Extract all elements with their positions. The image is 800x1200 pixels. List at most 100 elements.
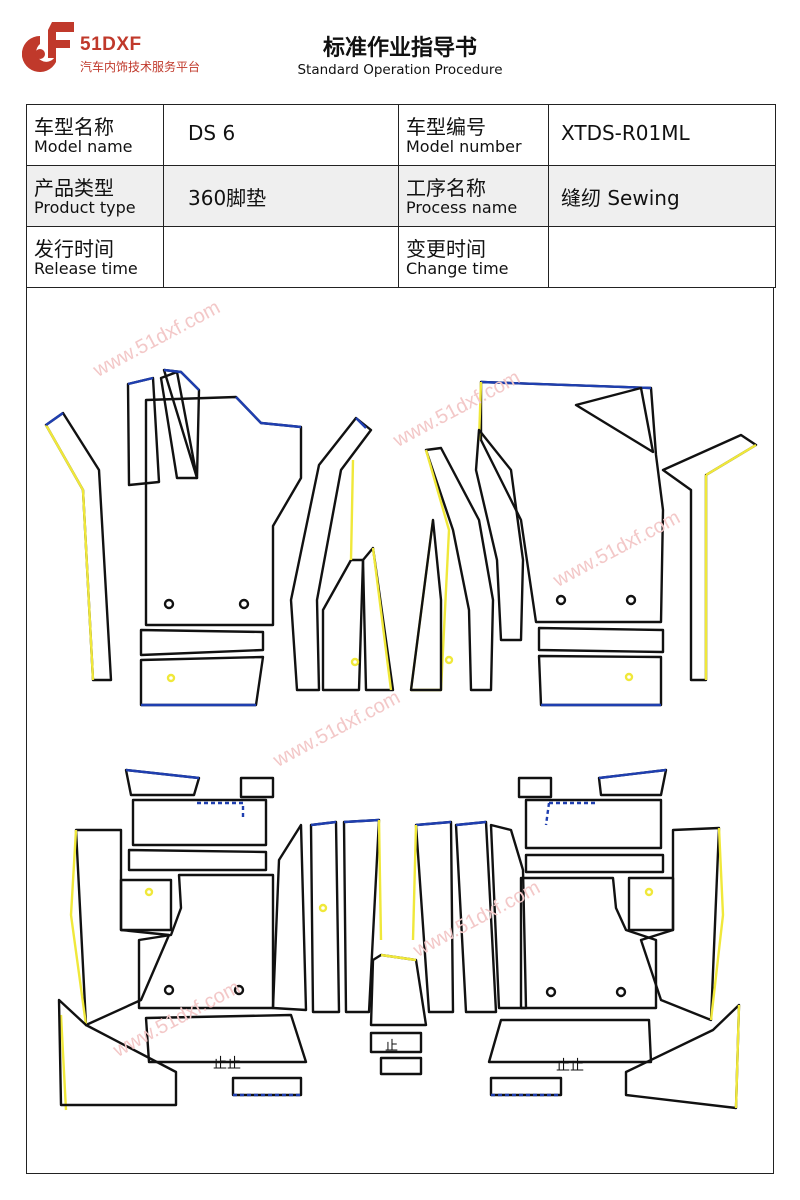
pattern-piece (489, 1076, 563, 1097)
seam-blue (235, 396, 302, 429)
floor-mat-pattern-diagram: 止止 止 (44, 368, 758, 1111)
page-header: 51DXF 汽车内饰技术服务平台 标准作业指导书 Standard Operat… (0, 0, 800, 100)
seam-yellow (59, 829, 88, 1111)
process-name-label-cell: 工序名称 Process name (398, 165, 549, 227)
pattern-piece (139, 628, 265, 657)
pattern-piece (137, 873, 275, 1010)
product-type-label-zh: 产品类型 (34, 176, 114, 200)
change-time-value (549, 227, 775, 243)
seam-blue (480, 380, 652, 390)
brand-tagline: 汽车内饰技术服务平台 (80, 60, 201, 74)
seam-yellow (377, 819, 383, 941)
pattern-piece (379, 1056, 423, 1076)
page-title: 标准作业指导书 (322, 36, 477, 61)
pattern-piece (524, 798, 663, 850)
pattern-piece (574, 386, 655, 454)
pattern-piece (231, 1076, 303, 1097)
model-name-value: DS 6 (188, 121, 236, 145)
seam-yellow (709, 827, 725, 1021)
seam-yellow (44, 424, 95, 681)
pattern-piece (537, 654, 663, 707)
table-row: 发行时间 Release time 变更时间 Change time (26, 226, 776, 288)
pattern-drawing-area: 止止 止 (26, 288, 774, 1174)
brand-name: 51DXF (80, 34, 142, 55)
model-number-value: XTDS-R01ML (561, 121, 690, 145)
pattern-piece (409, 518, 443, 692)
table-row: 产品类型 Product type 360脚垫 工序名称 Process nam… (26, 165, 776, 227)
pattern-piece (414, 820, 455, 1014)
model-name-label-zh: 车型名称 (34, 115, 114, 139)
model-name-label-en: Model name (34, 137, 133, 156)
pattern-piece (537, 626, 665, 654)
seam-blue (544, 801, 596, 826)
seam-yellow (411, 824, 418, 941)
model-number-label-en: Model number (406, 137, 522, 156)
seam-yellow (734, 1004, 741, 1109)
model-number-label-cell: 车型编号 Model number (398, 104, 549, 166)
product-type-value: 360脚垫 (188, 186, 267, 210)
process-name-value-cell: 缝纫 Sewing (548, 165, 776, 227)
product-type-label-en: Product type (34, 198, 136, 217)
stop-mark: 止止 (556, 1058, 584, 1074)
seam-yellow (704, 443, 757, 680)
pattern-piece (454, 820, 498, 1014)
pattern-piece (127, 848, 268, 872)
rear-right-mat-set: 止止 (411, 768, 741, 1110)
info-table: 车型名称 Model name DS 6 车型编号 Model number X… (26, 104, 776, 288)
seam-blue (310, 818, 380, 827)
change-time-label-en: Change time (406, 259, 509, 278)
process-name-label-zh: 工序名称 (406, 176, 486, 200)
process-name-value: 缝纫 Sewing (561, 186, 680, 210)
front-right-mat-set (409, 380, 758, 707)
release-time-label-en: Release time (34, 259, 138, 278)
pattern-piece (627, 876, 675, 932)
pattern-piece (424, 446, 495, 692)
pattern-piece (321, 558, 365, 692)
stop-mark: 止止 (213, 1056, 241, 1072)
model-number-value-cell: XTDS-R01ML (548, 104, 776, 166)
pattern-piece (639, 826, 721, 1022)
release-time-value-cell (163, 226, 399, 288)
pattern-piece (369, 953, 428, 1027)
seam-blue (125, 768, 200, 780)
seam-blue (415, 820, 487, 827)
pattern-piece (271, 823, 308, 1012)
pattern-piece (519, 876, 658, 1010)
pattern-piece (474, 428, 525, 642)
51dxf-logo-icon (22, 22, 74, 72)
stop-mark: 止 (385, 1039, 398, 1054)
rear-left-mat-set: 止止 (57, 768, 383, 1111)
seam-blue (197, 801, 245, 820)
change-time-label-cell: 变更时间 Change time (398, 226, 549, 288)
pattern-piece (144, 1013, 308, 1064)
table-row: 车型名称 Model name DS 6 车型编号 Model number X… (26, 104, 776, 166)
pattern-piece (44, 411, 113, 682)
model-number-label-zh: 车型编号 (406, 115, 486, 139)
pattern-piece (289, 416, 373, 692)
seam-blue (127, 376, 154, 386)
pattern-piece (342, 818, 381, 1014)
change-time-label-zh: 变更时间 (406, 237, 486, 261)
pattern-piece (517, 776, 553, 799)
model-name-value-cell: DS 6 (163, 104, 399, 166)
product-type-value-cell: 360脚垫 (163, 165, 399, 227)
pattern-piece (309, 820, 341, 1014)
release-time-value (164, 227, 398, 243)
pattern-piece (487, 1018, 653, 1064)
seam-blue (163, 368, 200, 391)
pattern-piece (479, 380, 665, 624)
pattern-piece (239, 776, 275, 799)
seam-yellow (349, 459, 393, 691)
release-time-label-zh: 发行时间 (34, 237, 114, 261)
process-name-label-en: Process name (406, 198, 518, 217)
seam-yellow (380, 953, 417, 962)
seam-blue (598, 768, 667, 780)
pattern-piece (131, 798, 268, 847)
model-name-label-cell: 车型名称 Model name (26, 104, 164, 166)
pattern-piece (524, 853, 665, 874)
pattern-piece (139, 655, 265, 707)
pattern-piece (57, 998, 178, 1107)
change-time-value-cell (548, 226, 776, 288)
pattern-piece (369, 1031, 423, 1054)
pattern-piece (74, 828, 171, 1027)
